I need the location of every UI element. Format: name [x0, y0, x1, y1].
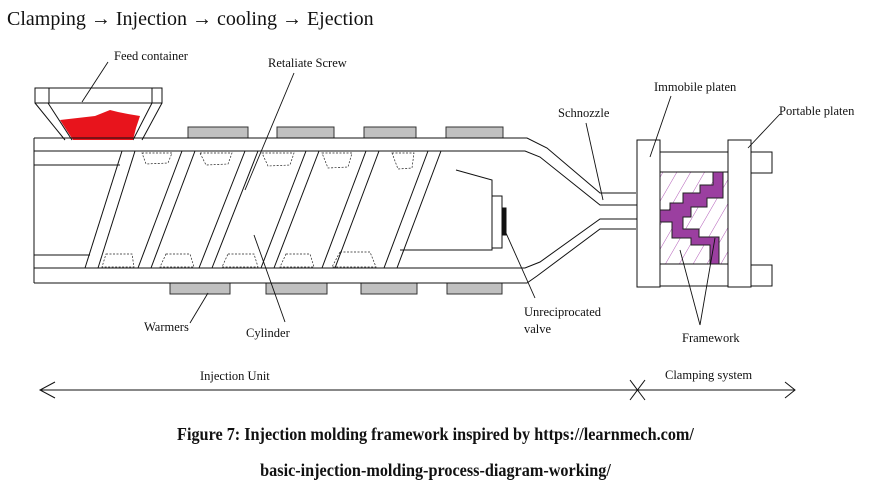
heaters-bottom: [169, 282, 503, 295]
mold-cavity: [659, 171, 724, 265]
figure-caption-line-2: basic-injection-molding-process-diagram-…: [260, 460, 611, 480]
label-schnozzle: Schnozzle: [558, 106, 610, 120]
portable-platen: [727, 139, 773, 288]
label-portable-platen: Portable platen: [779, 104, 855, 118]
label-feed-container: Feed container: [114, 49, 189, 63]
label-unreciprocated-valve-2: valve: [524, 322, 552, 336]
label-injection-unit: Injection Unit: [200, 369, 270, 383]
label-clamping-system: Clamping system: [665, 368, 752, 382]
label-cylinder: Cylinder: [246, 326, 291, 340]
injection-molding-diagram: Feed container Retaliate Screw Schnozzle…: [33, 49, 855, 401]
cylinder: [33, 137, 660, 284]
immobile-platen: [636, 139, 661, 288]
leader-lines: [81, 61, 781, 326]
figure-caption-line-1: Figure 7: Injection molding framework in…: [177, 424, 694, 444]
label-warmers: Warmers: [144, 320, 189, 334]
heaters-top: [187, 126, 504, 139]
tie-bars: [659, 151, 729, 287]
label-retaliate-screw: Retaliate Screw: [268, 56, 347, 70]
plastic-granules: [101, 152, 415, 268]
process-flow-title: Clamping → Injection → cooling → Ejectio…: [7, 8, 374, 30]
feed-container: [34, 87, 163, 141]
label-framework: Framework: [682, 331, 740, 345]
label-immobile-platen: Immobile platen: [654, 80, 737, 94]
feed-material: [60, 110, 140, 140]
retaliate-screw: [84, 150, 507, 269]
label-unreciprocated-valve-1: Unreciprocated: [524, 305, 602, 319]
dimension-arrows: [38, 379, 796, 401]
